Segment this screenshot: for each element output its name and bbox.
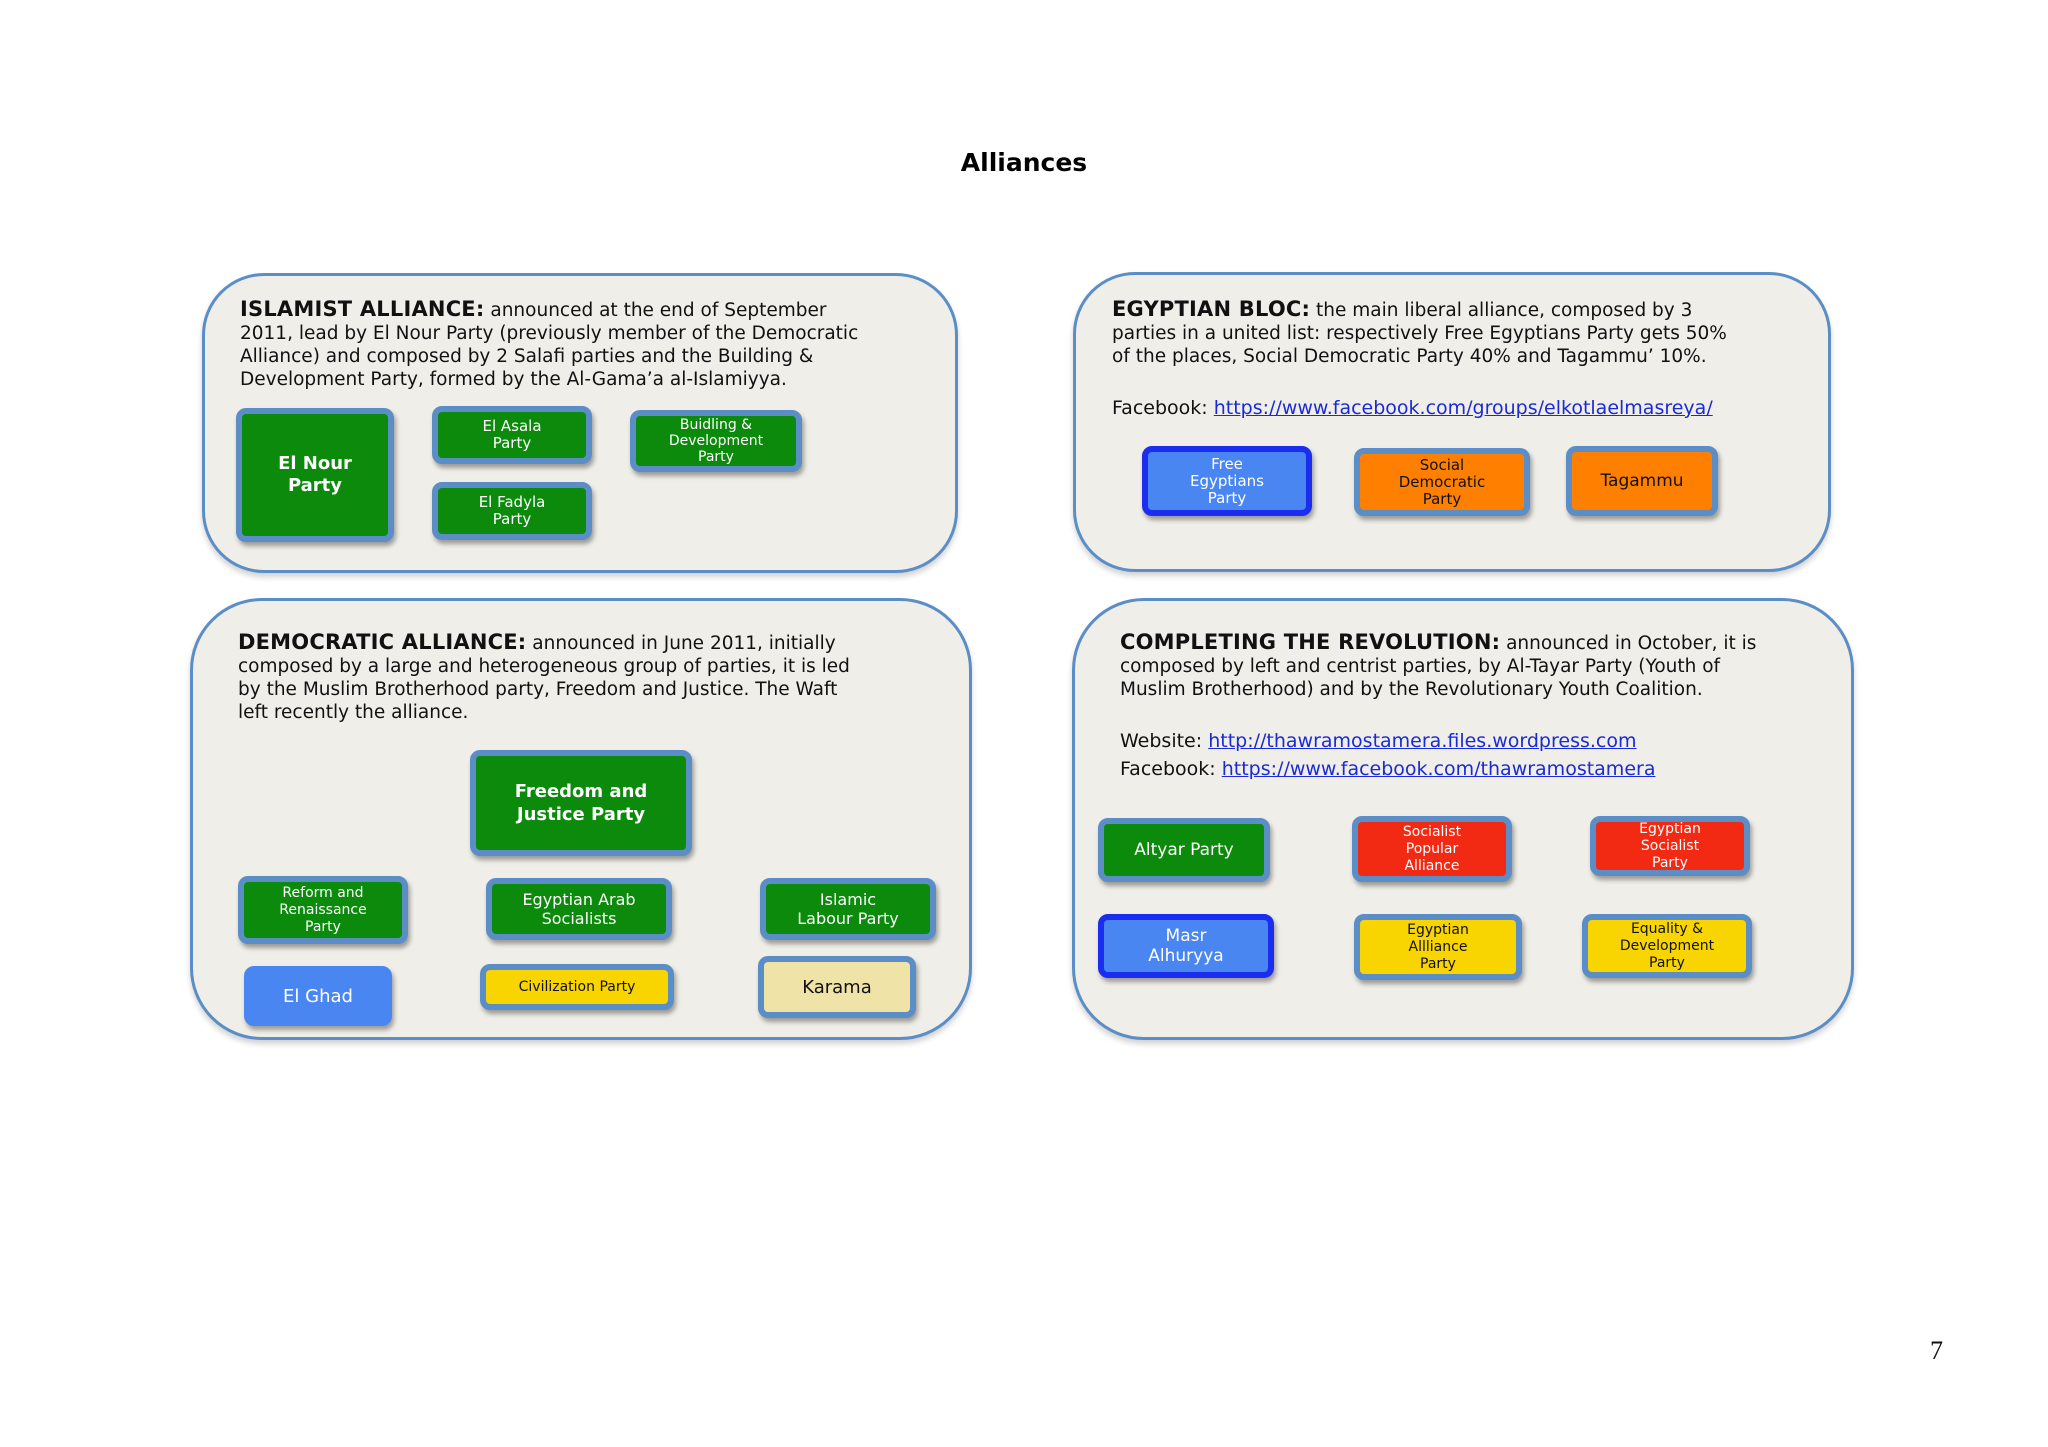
party-el-asala[interactable]: El Asala Party bbox=[432, 406, 592, 464]
party-islamic-labour[interactable]: Islamic Labour Party bbox=[760, 878, 936, 940]
revolution-line-1: announced in October, it is bbox=[1506, 633, 1757, 654]
party-karama[interactable]: Karama bbox=[758, 956, 916, 1018]
party-free-egyptians[interactable]: Free Egyptians Party bbox=[1142, 446, 1312, 516]
party-el-ghad[interactable]: El Ghad bbox=[244, 966, 392, 1026]
party-civilization[interactable]: Civilization Party bbox=[480, 964, 674, 1010]
party-building-development[interactable]: Buidling & Development Party bbox=[630, 410, 802, 472]
egyptian-bloc-line-3: of the places, Social Democratic Party 4… bbox=[1112, 346, 1707, 367]
completing-revolution-description: COMPLETING THE REVOLUTION: announced in … bbox=[1120, 631, 1840, 701]
party-socialist-popular-alliance[interactable]: Socialist Popular Alliance bbox=[1352, 816, 1512, 882]
democratic-line-3: by the Muslim Brotherhood party, Freedom… bbox=[238, 679, 838, 700]
democratic-line-1: announced in June 2011, initially bbox=[532, 633, 836, 654]
revolution-website-label: Website: bbox=[1120, 730, 1203, 752]
completing-revolution-heading: COMPLETING THE REVOLUTION: bbox=[1120, 630, 1501, 654]
party-equality-development[interactable]: Equality & Development Party bbox=[1582, 914, 1752, 978]
egyptian-bloc-heading: EGYPTIAN BLOC: bbox=[1112, 297, 1311, 321]
party-altyar[interactable]: Altyar Party bbox=[1098, 818, 1270, 882]
party-el-nour[interactable]: El Nour Party bbox=[236, 408, 394, 542]
party-masr-alhuryya[interactable]: Masr Alhuryya bbox=[1098, 914, 1274, 978]
party-egyptian-alliance[interactable]: Egyptian Allliance Party bbox=[1354, 914, 1522, 980]
egyptian-bloc-line-1: the main liberal alliance, composed by 3 bbox=[1316, 300, 1693, 321]
democratic-alliance-description: DEMOCRATIC ALLIANCE: announced in June 2… bbox=[238, 631, 958, 724]
revolution-facebook-label: Facebook: bbox=[1120, 758, 1216, 780]
egyptian-bloc-facebook-label: Facebook: bbox=[1112, 397, 1208, 419]
party-el-fadyla[interactable]: El Fadyla Party bbox=[432, 482, 592, 540]
page-title: Alliances bbox=[960, 148, 1088, 177]
party-freedom-and-justice[interactable]: Freedom and Justice Party bbox=[470, 750, 692, 856]
islamist-line-1: announced at the end of September bbox=[490, 300, 827, 321]
revolution-facebook-link[interactable]: https://www.facebook.com/thawramostamera bbox=[1221, 758, 1656, 780]
revolution-website: Website: http://thawramostamera.files.wo… bbox=[1120, 730, 1637, 752]
islamist-alliance-description: ISLAMIST ALLIANCE: announced at the end … bbox=[240, 298, 960, 391]
egyptian-bloc-line-2: parties in a united list: respectively F… bbox=[1112, 323, 1727, 344]
revolution-line-3: Muslim Brotherhood) and by the Revolutio… bbox=[1120, 679, 1703, 700]
egyptian-bloc-facebook: Facebook: https://www.facebook.com/group… bbox=[1112, 397, 1713, 419]
islamist-line-2: 2011, lead by El Nour Party (previously … bbox=[240, 323, 859, 344]
party-tagammu[interactable]: Tagammu bbox=[1566, 446, 1718, 516]
islamist-alliance-heading: ISLAMIST ALLIANCE: bbox=[240, 297, 485, 321]
revolution-line-2: composed by left and centrist parties, b… bbox=[1120, 656, 1721, 677]
islamist-line-3: Alliance) and composed by 2 Salafi parti… bbox=[240, 346, 814, 367]
party-reform-and-renaissance[interactable]: Reform and Renaissance Party bbox=[238, 876, 408, 944]
revolution-website-link[interactable]: http://thawramostamera.files.wordpress.c… bbox=[1208, 730, 1637, 752]
democratic-alliance-heading: DEMOCRATIC ALLIANCE: bbox=[238, 630, 527, 654]
party-egyptian-socialist[interactable]: Egyptian Socialist Party bbox=[1590, 816, 1750, 876]
egyptian-bloc-panel bbox=[1073, 272, 1831, 572]
democratic-line-4: left recently the alliance. bbox=[238, 702, 469, 723]
party-egyptian-arab-socialists[interactable]: Egyptian Arab Socialists bbox=[486, 878, 672, 940]
democratic-line-2: composed by a large and heterogeneous gr… bbox=[238, 656, 850, 677]
revolution-facebook: Facebook: https://www.facebook.com/thawr… bbox=[1120, 758, 1655, 780]
egyptian-bloc-description: EGYPTIAN BLOC: the main liberal alliance… bbox=[1112, 298, 1832, 368]
egyptian-bloc-facebook-link[interactable]: https://www.facebook.com/groups/elkotlae… bbox=[1213, 397, 1713, 419]
party-social-democratic[interactable]: Social Democratic Party bbox=[1354, 448, 1530, 516]
islamist-line-4: Development Party, formed by the Al-Gama… bbox=[240, 369, 787, 390]
page-number: 7 bbox=[1930, 1336, 1943, 1365]
